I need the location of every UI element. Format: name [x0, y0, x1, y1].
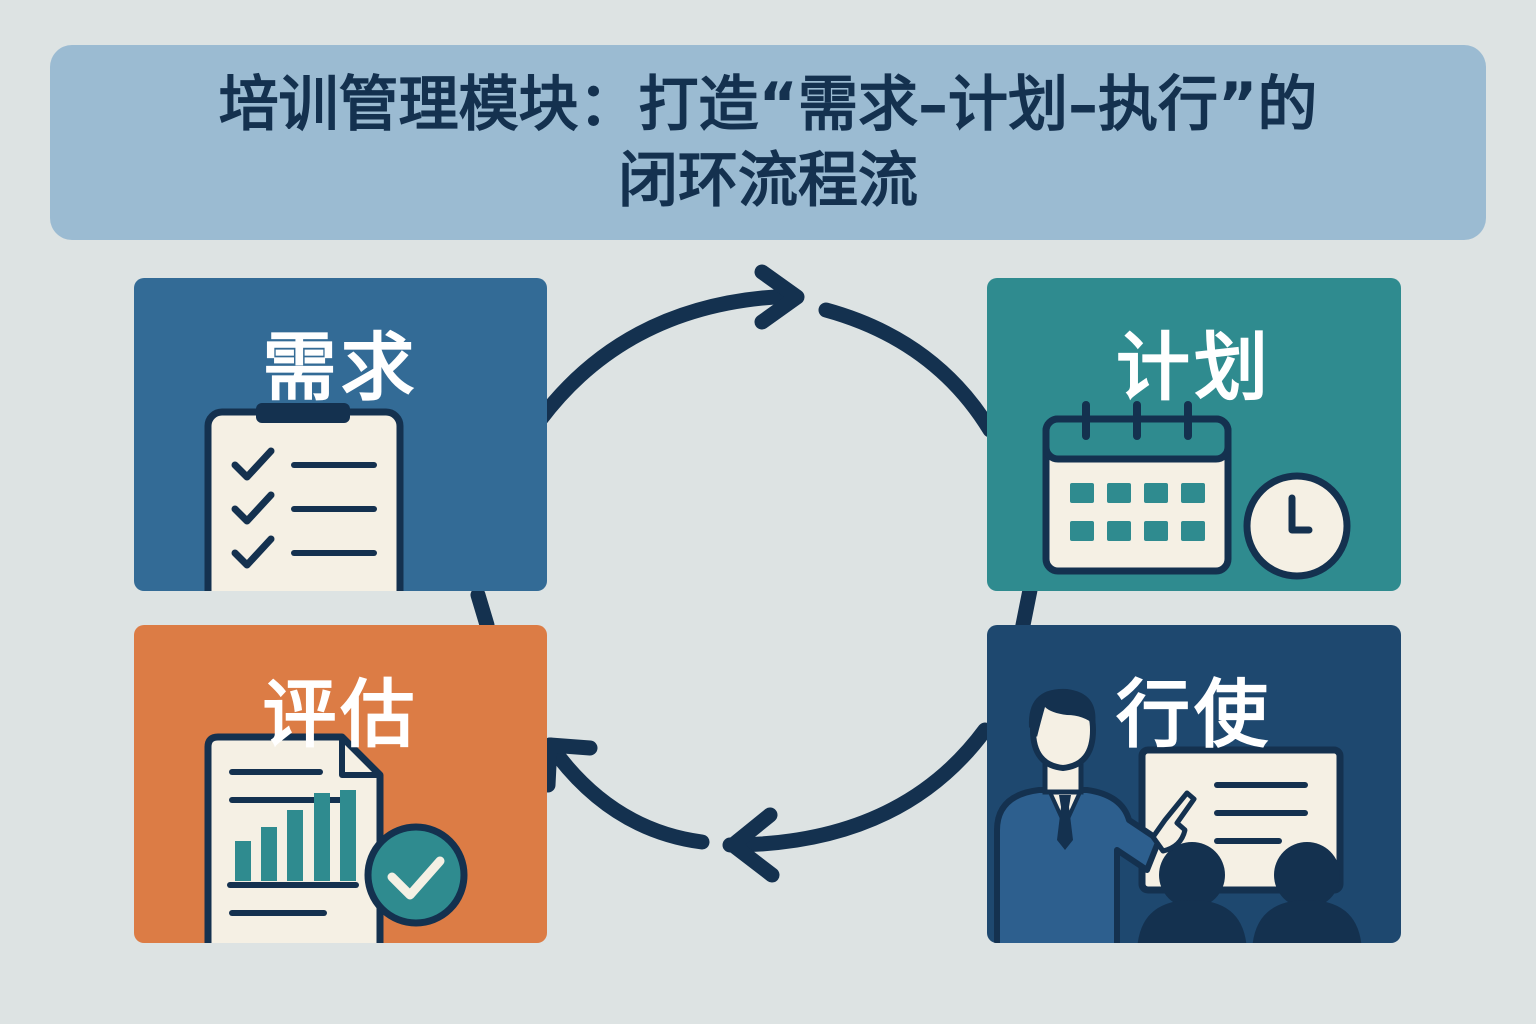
arc-exec-to-eval: [722, 722, 993, 853]
stage-label-plan: 计划: [1116, 325, 1272, 411]
stage-label-exec: 行使: [1116, 672, 1272, 758]
report-chart-check-icon: [134, 625, 547, 943]
title-banner: 培训管理模块：打造“需求–计划–执行”的 闭环流程流: [50, 45, 1486, 240]
arrowhead-left: [540, 737, 598, 793]
stage-card-need: 需求: [134, 278, 547, 591]
arrowhead-top: [754, 264, 805, 330]
stage-card-plan: 计划: [987, 278, 1401, 591]
arc-eval-to-need: [542, 737, 710, 850]
calendar-clock-icon: [987, 278, 1401, 591]
arc-need-to-plan: [532, 288, 803, 428]
stage-label-eval: 评估: [262, 672, 419, 758]
arc-plan-to-exec: [818, 302, 998, 438]
presenter-whiteboard-icon: [987, 625, 1401, 943]
checklist-clipboard-icon: [134, 278, 547, 591]
arc-left-side: [470, 587, 495, 633]
arrowhead-bottom: [725, 807, 780, 883]
stage-card-exec: 行使: [987, 625, 1401, 943]
title-line-1: 培训管理模块：打造“需求–计划–执行”的: [218, 69, 1318, 140]
arc-right-side: [1014, 582, 1038, 638]
stage-card-eval: 评估: [134, 625, 547, 943]
title-line-2: 闭环流程流: [618, 145, 918, 216]
stage-label-need: 需求: [262, 325, 419, 411]
